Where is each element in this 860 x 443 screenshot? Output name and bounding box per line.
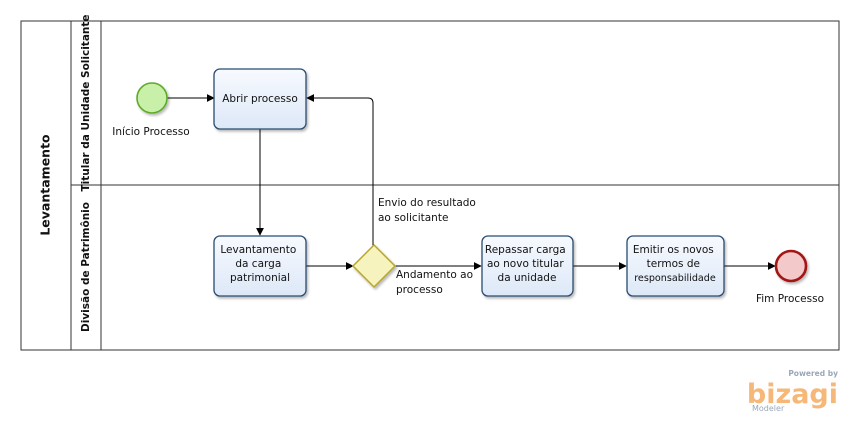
end-event-label: Fim Processo <box>756 293 824 305</box>
bizagi-logo: bizagi <box>747 379 838 410</box>
bizagi-watermark: Powered by bizagi Modeler <box>747 369 838 413</box>
gateway-diamond-icon[interactable] <box>351 243 397 289</box>
lane-divisao: Divisão de Patrimônio <box>80 202 92 332</box>
modeler-text: Modeler <box>752 404 785 413</box>
start-event-icon[interactable] <box>136 82 168 114</box>
task-abrir-label: Abrir processo <box>222 93 298 105</box>
lane-label-divisao: Divisão de Patrimônio <box>80 202 92 332</box>
task-emitir-termos[interactable]: Emitir os novos termos de responsabilida… <box>626 235 725 297</box>
gateway-flow-right-label: Andamento ao processo <box>396 269 476 296</box>
end-event[interactable]: Fim Processo <box>756 249 824 305</box>
flow-gateway-to-abrir <box>306 94 374 246</box>
task-abrir-processo[interactable]: Abrir processo <box>213 68 307 130</box>
start-event-label: Início Processo <box>112 126 189 138</box>
powered-by-text: Powered by <box>788 369 838 378</box>
start-event[interactable]: Início Processo <box>112 82 190 138</box>
gateway-flow-up-label: Envio do resultado ao solicitante <box>378 197 479 224</box>
task-repassar-carga[interactable]: Repassar carga ao novo titular da unidad… <box>481 235 574 297</box>
lane-label-titular: Titular da Unidade Solicitante <box>80 14 92 191</box>
exclusive-gateway[interactable]: Envio do resultado ao solicitante Andame… <box>351 197 479 296</box>
end-event-icon[interactable] <box>774 249 808 283</box>
lane-titular: Titular da Unidade Solicitante <box>80 14 92 191</box>
task-levantamento-label: Levantamento da carga patrimonial <box>220 244 299 284</box>
task-levantamento[interactable]: Levantamento da carga patrimonial <box>213 235 307 297</box>
task-repassar-label: Repassar carga ao novo titular da unidad… <box>485 244 569 284</box>
sequence-flows <box>167 94 776 270</box>
task-emitir-label: Emitir os novos termos de responsabilida… <box>633 244 717 284</box>
pool-title: Levantamento <box>38 134 53 236</box>
pool: Levantamento <box>20 20 840 351</box>
